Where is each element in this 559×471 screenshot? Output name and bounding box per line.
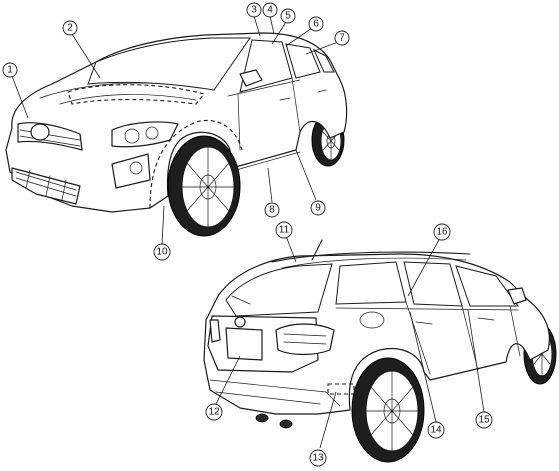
callout-7: 7: [334, 30, 350, 46]
front-view-front-wheel: [167, 135, 241, 237]
callout-15: 15: [475, 411, 493, 429]
svg-text:13: 13: [312, 453, 324, 464]
rear-view-near-wheel: [351, 357, 425, 463]
rear-window: [225, 263, 333, 317]
svg-text:12: 12: [208, 407, 220, 418]
rear-vehicle-illustration: [203, 239, 557, 463]
callout-8: 8: [264, 202, 280, 218]
callout-12: 12: [205, 403, 223, 421]
front-emblem: [30, 123, 50, 141]
svg-text:8: 8: [269, 205, 275, 216]
svg-text:16: 16: [436, 227, 448, 238]
callout-14: 14: [427, 421, 445, 439]
callout-6: 6: [308, 16, 324, 32]
quarter-window: [312, 48, 335, 73]
svg-text:11: 11: [279, 225, 290, 236]
callout-1: 1: [2, 62, 18, 78]
callout-13: 13: [309, 449, 327, 467]
rear-emblem: [234, 316, 246, 328]
rear-tail-light: [275, 323, 335, 356]
callout-3: 3: [246, 2, 262, 18]
rear-view-side-mirror: [507, 287, 527, 305]
svg-text:1: 1: [7, 65, 13, 76]
rear-quarter-window: [335, 261, 407, 305]
roof-antenna: [311, 239, 323, 261]
front-vehicle-illustration: [5, 32, 348, 237]
svg-text:10: 10: [156, 247, 168, 258]
callout-11: 11: [275, 221, 293, 239]
svg-text:15: 15: [478, 415, 490, 426]
front-headlight: [111, 121, 179, 148]
callout-10: 10: [153, 243, 171, 261]
fuel-filler-door: [359, 311, 385, 329]
svg-text:5: 5: [285, 11, 291, 22]
callout-5: 5: [280, 8, 296, 24]
svg-text:6: 6: [313, 19, 319, 30]
callout-2: 2: [62, 20, 78, 36]
callout-9: 9: [310, 200, 326, 216]
svg-text:7: 7: [339, 33, 345, 44]
svg-text:2: 2: [67, 23, 73, 34]
exhaust-tips: [255, 413, 293, 429]
callout-4: 4: [262, 2, 278, 18]
svg-text:3: 3: [251, 5, 257, 16]
front-windshield: [87, 37, 251, 91]
svg-text:4: 4: [267, 5, 273, 16]
rear-left-tail-light: [209, 319, 221, 343]
svg-text:14: 14: [430, 425, 442, 436]
rear-door-window: [285, 43, 321, 79]
callout-16: 16: [433, 223, 451, 241]
license-plate-recess: [225, 327, 263, 361]
callouts: 1 2 3 4 5 6 7 8 9 10 11 12 13 14 15 16: [2, 2, 493, 467]
svg-text:9: 9: [315, 203, 321, 214]
front-side-mirror: [239, 69, 263, 87]
front-door-glass: [455, 265, 519, 307]
leader-lines: [11, 15, 485, 449]
